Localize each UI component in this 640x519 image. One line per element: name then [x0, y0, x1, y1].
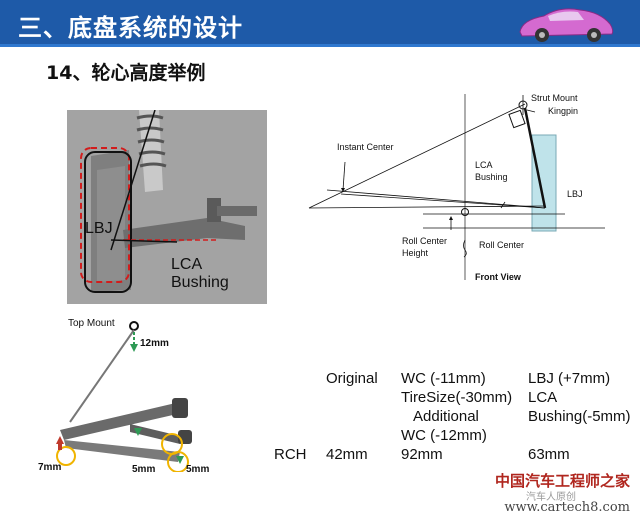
kingpin-label: Kingpin: [548, 106, 578, 116]
table-row2-tiresize: TireSize(-30mm): [401, 389, 513, 406]
table-row2-lca: LCA: [528, 389, 558, 406]
lca-label: LCA: [171, 256, 203, 273]
title-bar-underline: [0, 44, 640, 47]
slide-title: 三、底盘系统的设计: [18, 14, 243, 42]
table-header-original: Original: [326, 370, 378, 387]
table-header-wc: WC (-11mm): [401, 370, 486, 387]
table-row4-wc: WC (-12mm): [401, 427, 487, 444]
table-header-lbj: LBJ (+7mm): [528, 370, 611, 387]
lca-bushing-label-1: LCA: [475, 160, 493, 170]
rch-right: 63mm: [528, 446, 570, 463]
rch-mid: 92mm: [401, 446, 443, 463]
dim-12mm-label: 12mm: [140, 338, 169, 349]
roll-center-label: Roll Center: [479, 240, 524, 250]
suspension-photo-illustration: [67, 110, 267, 304]
lbj-label: LBJ: [85, 220, 113, 237]
top-mount-label: Top Mount: [68, 318, 115, 329]
bushing-label: Bushing: [171, 274, 229, 291]
suspension-photo: LBJ LCA Bushing: [67, 110, 267, 304]
car-icon: [519, 8, 614, 42]
lca-bushing-label-2: Bushing: [475, 172, 508, 182]
front-view-caption: Front View: [475, 272, 522, 282]
section-subtitle: 14、轮心高度举例: [46, 62, 206, 84]
lbj-diagram-label: LBJ: [567, 189, 583, 199]
watermark-badge: 汽车人原创: [526, 492, 576, 503]
title-bar: 三、底盘系统的设计: [0, 0, 640, 47]
dim-5mm-label-a: 5mm: [132, 464, 155, 472]
watermark-title: 中国汽车工程师之家: [494, 472, 630, 490]
rch-label: RCH: [274, 446, 307, 463]
table-row3-bushing: Bushing(-5mm): [528, 408, 631, 425]
instant-center-label: Instant Center: [337, 142, 394, 152]
roll-center-height-label-2: Height: [402, 248, 429, 258]
mount-diagram: Top Mount 12mm 7mm 5mm 5mm: [38, 318, 209, 472]
roll-center-height-label-1: Roll Center: [402, 236, 447, 246]
dim-7mm-label: 7mm: [38, 462, 61, 472]
front-view-diagram: Strut Mount Kingpin Instant Center LCA B…: [308, 93, 605, 282]
rch-original: 42mm: [326, 446, 368, 463]
watermark-url: www.cartech8.com: [504, 500, 630, 515]
dim-5mm-label-b: 5mm: [186, 464, 209, 472]
strut-mount-label: Strut Mount: [531, 93, 578, 103]
table-row3-additional: Additional: [413, 408, 479, 425]
